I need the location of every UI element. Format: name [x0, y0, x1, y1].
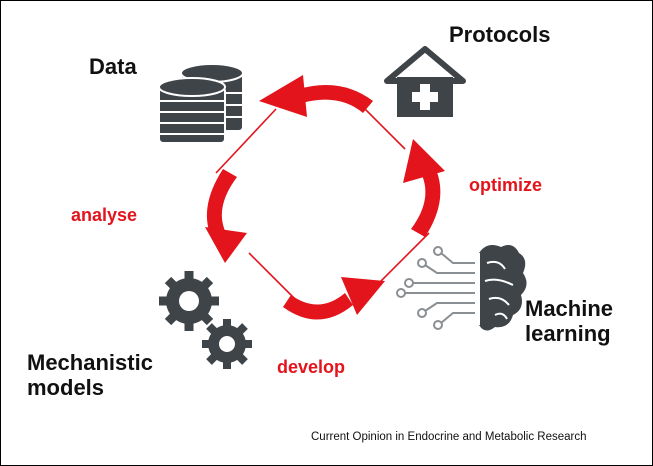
action-label-analyse: analyse	[71, 205, 138, 225]
cycle-line-top-left	[215, 108, 277, 174]
brain-circuit-icon	[396, 245, 527, 331]
house-plus-icon	[384, 46, 466, 117]
arrow-right	[411, 163, 441, 237]
node-label-mechanistic-models: Mechanistic models	[27, 350, 153, 400]
node-label-mechanistic-models-line1: Mechanistic	[27, 350, 153, 375]
arrow-left-head	[205, 227, 247, 263]
node-label-protocols: Protocols	[449, 22, 551, 47]
gear-large-icon	[159, 271, 219, 331]
gears-icon	[159, 271, 252, 369]
node-label-data: Data	[89, 54, 137, 79]
node-label-mechanistic-models-line2: models	[27, 374, 105, 400]
node-label-machine-learning-line1: Machine	[525, 296, 614, 321]
source-credit: Current Opinion in Endocrine and Metabol…	[311, 431, 587, 443]
node-label-machine-learning: Machine learning	[525, 296, 614, 346]
node-label-machine-learning-line2: learning	[525, 320, 611, 346]
cycle-lines	[215, 96, 430, 302]
database-icon	[158, 63, 244, 144]
arrow-left	[206, 169, 237, 241]
arrow-bottom	[283, 293, 353, 320]
action-label-optimize: optimize	[469, 175, 543, 195]
cycle-line-bottom-left	[248, 252, 298, 302]
gear-small-icon	[202, 319, 252, 369]
action-label-develop: develop	[277, 357, 346, 377]
arrow-bottom-head	[341, 277, 385, 315]
cycle-arrows	[205, 75, 445, 320]
arrow-top	[299, 85, 373, 113]
arrow-right-head	[403, 139, 445, 183]
arrow-top-head	[259, 75, 307, 117]
